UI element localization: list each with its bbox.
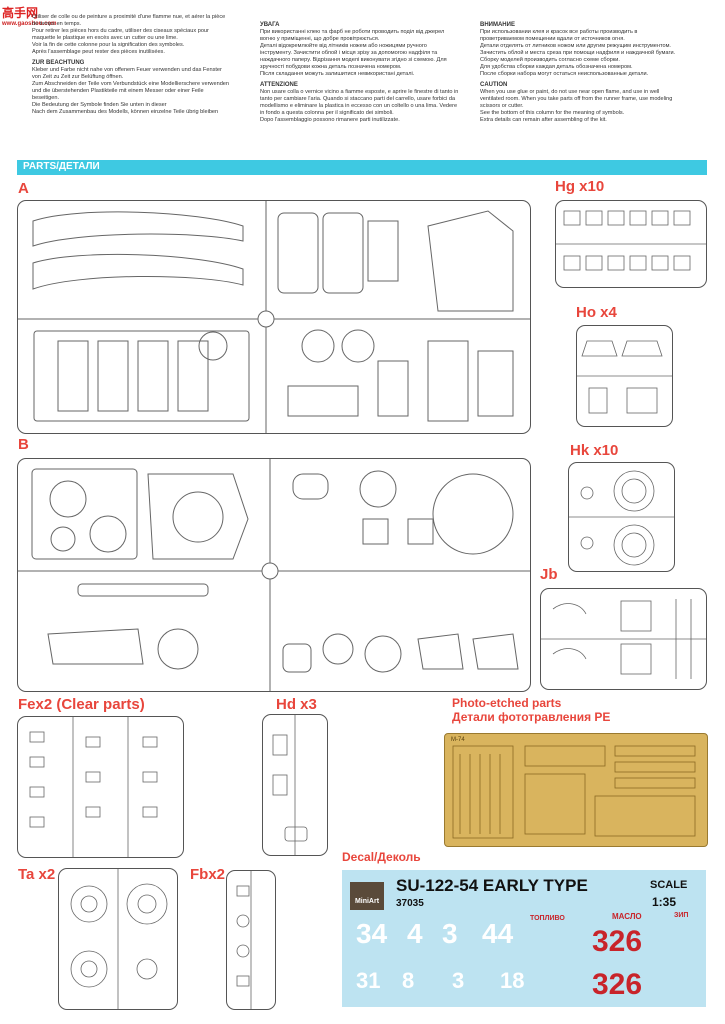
instructions-de-heading: ZUR BEACHTUNG	[32, 60, 85, 66]
decal-marking-326-b: 326	[592, 968, 643, 1001]
decal-marking-3b: 3	[452, 968, 465, 993]
decal-sheet: MiniArt SU-122-54 EARLY TYPE 37035 SCALE…	[342, 870, 706, 1007]
decal-word-oil: МАСЛО	[612, 912, 642, 921]
decal-scale-label: SCALE	[650, 879, 688, 891]
decal-code: 37035	[396, 898, 424, 909]
decal-marking-4: 4	[407, 918, 423, 949]
sprue-fe-frame	[17, 716, 184, 858]
sprue-hg-drawing	[556, 210, 706, 271]
sprue-hk-drawing	[569, 470, 674, 566]
sprue-ta-drawing	[70, 869, 168, 1009]
watermark-brand: 高手网	[2, 6, 39, 20]
sprue-fb-label: Fbx2	[190, 866, 226, 883]
photo-etched-title: Photo-etched parts	[452, 696, 562, 710]
sprue-hk-label: Hk x10	[570, 442, 619, 459]
decal-marking-3: 3	[442, 918, 458, 949]
instructions-en: When you use glue or paint, do not use n…	[480, 89, 673, 123]
instructions-ru: При использовании клея и красок все рабо…	[480, 29, 676, 77]
decal-scale: 1:35	[652, 895, 677, 909]
decal-marking-31: 31	[356, 968, 381, 993]
instructions-it-heading: ATTENZIONE	[260, 82, 298, 88]
sprue-ho-frame	[576, 325, 673, 427]
instructions-ua: При використанні клею та фарб не роботи …	[260, 29, 447, 77]
sprue-b-frame	[17, 458, 531, 692]
instructions-column-2: УВАГА При використанні клею та фарб не р…	[260, 22, 460, 128]
instructions-ua-heading: УВАГА	[260, 22, 280, 28]
instructions-ru-heading: ВНИМАНИЕ	[480, 22, 515, 28]
instructions-it: Non usare colla o vernice vicino a fiamm…	[260, 89, 459, 123]
watermark-url: www.gaoshou.com	[2, 21, 57, 27]
sprue-a-label: A	[18, 180, 29, 197]
photo-etched-label: Photo-etched parts Детали фототравления …	[452, 696, 610, 724]
decal-label: Decal/Деколь	[342, 850, 421, 864]
sprue-ta-label: Ta x2	[18, 866, 56, 883]
sprue-b-label: B	[18, 436, 29, 453]
decal-logo: MiniArt	[350, 882, 384, 910]
decal-marking-18: 18	[500, 968, 525, 993]
sprue-a-frame	[17, 200, 531, 434]
parts-header-title: PARTS/ДЕТАЛИ	[23, 161, 100, 172]
sprue-ta-frame	[58, 868, 178, 1010]
sprue-fb-frame	[226, 870, 276, 1010]
sprue-ho-label: Ho x4	[576, 304, 617, 321]
decal-marking-8: 8	[402, 968, 415, 993]
sprue-hk-frame	[568, 462, 675, 572]
sprue-jb-drawing	[541, 599, 706, 679]
decal-word-fuel: ТОПЛИВО	[530, 915, 565, 922]
sprue-jb-label: Jb	[540, 566, 558, 583]
sprue-jb-frame	[540, 588, 707, 690]
decal-marking-326-a: 326	[592, 925, 643, 958]
decal-title: SU-122-54 EARLY TYPE	[396, 876, 588, 895]
photo-etched-drawing	[452, 745, 696, 839]
photo-etched-code: M-74	[451, 737, 465, 743]
sprue-hd-drawing	[272, 715, 308, 855]
sprue-fb-drawing	[236, 871, 252, 1009]
sprue-fe-drawing	[29, 717, 158, 857]
decal-marking-44: 44	[482, 918, 514, 949]
instructions-fr: Utiliser de colle ou de peinture a proxi…	[32, 14, 226, 55]
sprue-hg-frame	[555, 200, 707, 288]
instructions-column-1: Utiliser de colle ou de peinture a proxi…	[32, 14, 232, 120]
sprue-fe-label: Fex2 (Clear parts)	[18, 696, 145, 713]
sprue-b-drawing	[18, 459, 530, 691]
sprue-hg-label: Hg x10	[555, 178, 605, 195]
decal-marking-34: 34	[356, 918, 388, 949]
photo-etched-fret: M-74	[444, 733, 708, 847]
photo-etched-title-ru: Детали фототравления PE	[452, 710, 611, 724]
instructions-en-heading: CAUTION	[480, 82, 508, 88]
decal-word-zip: ЗИП	[674, 912, 689, 919]
sprue-hd-label: Hd x3	[276, 696, 317, 713]
instructions-de: Kleber und Farbe nicht nahe von offenem …	[32, 67, 230, 115]
instructions-column-3: ВНИМАНИЕ При использовании клея и красок…	[480, 22, 680, 128]
parts-header-bar: PARTS/ДЕТАЛИ	[17, 160, 707, 175]
sprue-hd-frame	[262, 714, 328, 856]
sprue-a-drawing	[18, 201, 530, 433]
watermark-logo: 高手网 www.gaoshou.com	[2, 4, 56, 27]
sprue-ho-drawing	[577, 340, 672, 414]
